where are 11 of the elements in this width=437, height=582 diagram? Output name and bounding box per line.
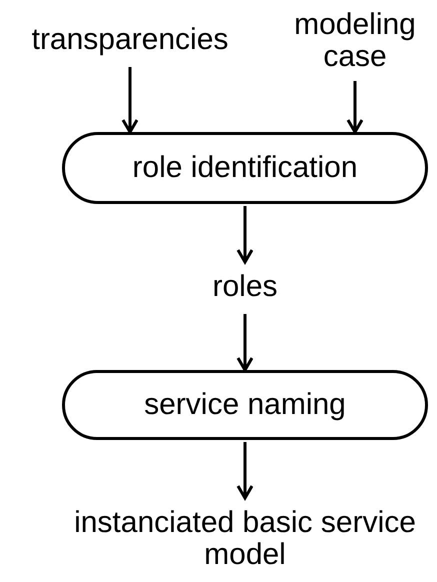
data-label: modeling case: [280, 3, 430, 79]
data-label: transparencies: [5, 15, 255, 65]
arrow: [346, 81, 364, 134]
data-label: roles: [185, 262, 305, 312]
data-label: instanciated basic service model: [45, 498, 437, 580]
process-pill: service naming: [62, 370, 428, 440]
arrow: [122, 67, 138, 134]
arrow: [236, 442, 254, 500]
arrow: [236, 314, 254, 372]
arrow: [236, 206, 254, 264]
process-pill: role identification: [62, 132, 428, 204]
